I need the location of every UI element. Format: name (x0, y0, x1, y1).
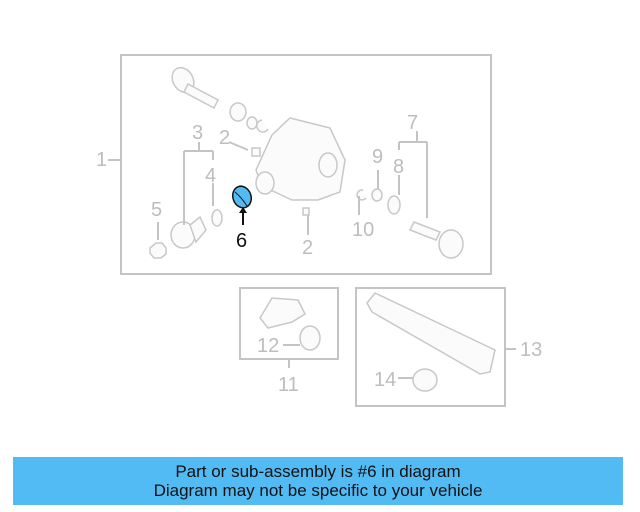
callout-4[interactable]: 4 (205, 165, 217, 187)
callout-5[interactable]: 5 (151, 199, 163, 221)
callout-9[interactable]: 9 (372, 146, 384, 168)
callout-11[interactable]: 11 (278, 374, 299, 396)
callout-8[interactable]: 8 (393, 156, 405, 178)
crossmember-group-frame (355, 287, 506, 407)
callout-12[interactable]: 12 (257, 335, 280, 357)
banner-part-line: Part or sub-assembly is #6 in diagram (175, 462, 461, 481)
callout-10[interactable]: 10 (352, 219, 375, 241)
callout-13[interactable]: 13 (520, 339, 543, 361)
highlighted-part-6 (231, 185, 253, 225)
callout-2[interactable]: 2 (219, 127, 231, 149)
differential-group-frame (120, 54, 492, 275)
callout-14[interactable]: 14 (374, 369, 397, 391)
callout-6[interactable]: 6 (236, 230, 248, 252)
parts-diagram: 1 2 3 4 5 6 2 7 8 9 10 11 12 13 14 (96, 54, 543, 407)
info-banner: Part or sub-assembly is #6 in diagram Di… (13, 457, 623, 505)
callout-2-lower[interactable]: 2 (302, 237, 314, 259)
callout-3[interactable]: 3 (192, 122, 204, 144)
callout-7[interactable]: 7 (407, 112, 419, 134)
diagram-drawing (108, 54, 516, 407)
banner-disclaimer-line: Diagram may not be specific to your vehi… (153, 481, 483, 500)
callout-1[interactable]: 1 (96, 149, 108, 171)
